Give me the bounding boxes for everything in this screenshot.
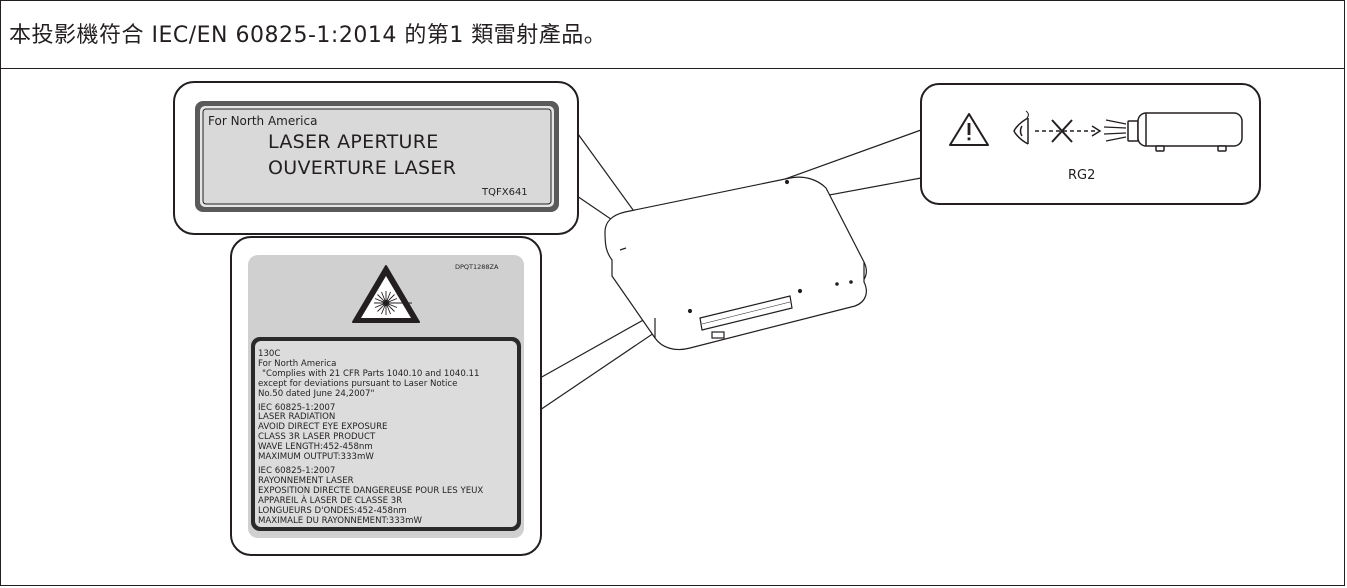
warning-line: APPAREIL À LASER DE CLASSE 3R	[258, 495, 403, 506]
warning-line: AVOID DIRECT EYE EXPOSURE	[258, 422, 388, 433]
projector-icon	[1127, 112, 1243, 152]
laser-hazard-icon	[352, 265, 420, 323]
warning-line: RAYONNEMENT LASER	[258, 475, 354, 486]
warning-label-code: DPQT1288ZA	[455, 263, 499, 271]
warning-line: 130C	[258, 349, 281, 359]
page-title: 本投影機符合 IEC/EN 60825-1:2014 的第1 類雷射產品。	[9, 23, 607, 48]
warning-label-callout	[230, 236, 542, 556]
warning-line: LASER RADIATION	[258, 412, 336, 423]
warning-label-text: 130C For North America "Complies with 21…	[258, 349, 484, 526]
eye-icon	[1013, 110, 1029, 145]
cross-icon	[1035, 119, 1102, 143]
aperture-label-callout	[173, 81, 579, 235]
warning-line: MAXIMUM OUTPUT:333mW	[258, 452, 374, 463]
aperture-label-code: TQFX641	[482, 187, 528, 198]
warning-line: For North America	[258, 358, 337, 369]
warning-line: IEC 60825-1:2007	[258, 465, 336, 476]
warning-line: LONGUEURS D'ONDES:452-458nm	[258, 505, 407, 516]
warning-line: CLASS 3R LASER PRODUCT	[258, 432, 376, 443]
warning-line: EXPOSITION DIRECTE DANGEREUSE POUR LES Y…	[258, 485, 484, 496]
aperture-title-fr: OUVERTURE LASER	[268, 157, 457, 179]
light-beam-icon	[1103, 119, 1127, 142]
header-row: 本投影機符合 IEC/EN 60825-1:2014 的第1 類雷射產品。	[0, 0, 1345, 69]
warning-line: MAXIMALE DU RAYONNEMENT:333mW	[258, 515, 423, 526]
aperture-region-text: For North America	[208, 114, 318, 128]
warning-line: "Complies with 21 CFR Parts 1040.10 and …	[262, 368, 480, 379]
aperture-title-en: LASER APERTURE	[268, 131, 439, 153]
warning-line: IEC 60825-1:2007	[258, 402, 336, 413]
rg2-text: RG2	[1068, 168, 1096, 183]
warning-triangle-icon	[949, 113, 989, 146]
warning-line: except for deviations pursuant to Laser …	[258, 378, 458, 389]
projector-illustration	[604, 176, 867, 351]
warning-line: No.50 dated June 24,2007"	[258, 388, 375, 399]
warning-line: WAVE LENGTH:452-458nm	[258, 442, 373, 453]
